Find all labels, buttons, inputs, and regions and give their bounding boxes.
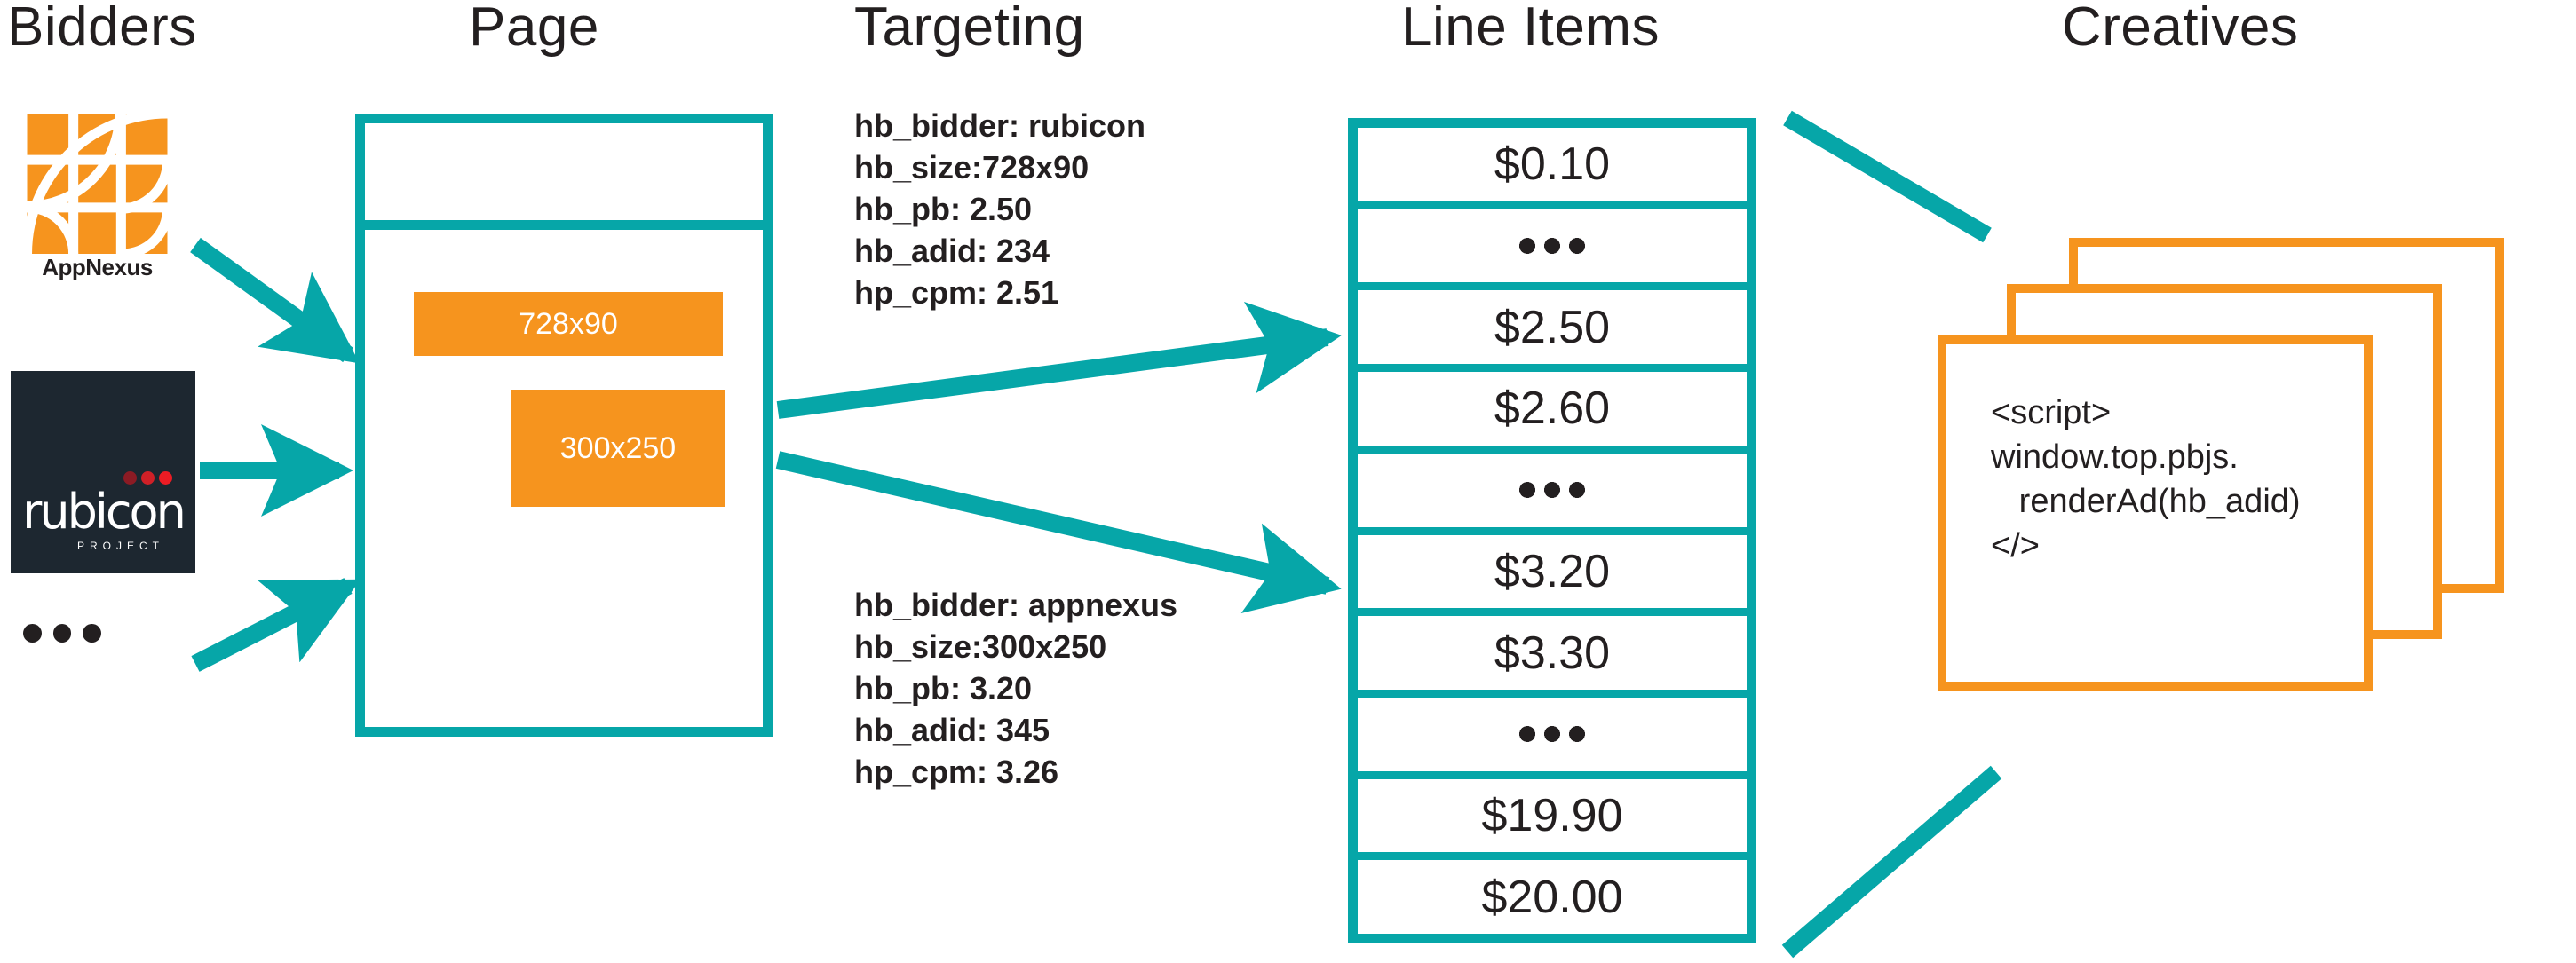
targeting-block-rubicon: hb_bidder: rubicon hb_size:728x90 hb_pb:… [854, 105, 1145, 313]
rubicon-wordmark: rubicon [22, 484, 186, 540]
bidders-more-ellipsis [23, 621, 102, 644]
column-title-targeting: Targeting [854, 0, 1085, 58]
targeting-block-appnexus: hb_bidder: appnexus hb_size:300x250 hb_p… [854, 584, 1177, 793]
arrow-more-bidders-to-page [191, 578, 361, 672]
targeting-line-hp-cpm: hp_cpm: 3.26 [854, 754, 1059, 790]
targeting-line-hb-bidder: hb_bidder: rubicon [854, 107, 1145, 144]
targeting-line-hb-bidder: hb_bidder: appnexus [854, 587, 1178, 623]
targeting-line-hb-adid: hb_adid: 234 [854, 233, 1050, 269]
page-header-band [365, 123, 763, 230]
page-box: 728x90 300x250 [355, 114, 773, 737]
line-item-row[interactable]: $3.30 [1358, 616, 1747, 690]
appnexus-label: AppNexus [42, 254, 153, 280]
line-item-row[interactable]: $19.90 [1358, 778, 1747, 853]
column-title-creatives: Creatives [2062, 0, 2299, 58]
bidder-appnexus: AppNexus [20, 114, 175, 282]
line-items-table: $0.10 $2.50 $2.60 $3.20 $3.30 $19.90 $20… [1348, 118, 1756, 943]
targeting-line-hb-adid: hb_adid: 345 [854, 712, 1050, 748]
line-item-row[interactable]: $2.60 [1358, 372, 1747, 446]
ad-slot-300x250[interactable]: 300x250 [511, 390, 725, 507]
creative-card-front[interactable]: <script> window.top.pbjs. renderAd(hb_ad… [1938, 335, 2373, 691]
column-title-page: Page [469, 0, 599, 58]
targeting-line-hp-cpm: hp_cpm: 2.51 [854, 274, 1059, 311]
creative-code-snippet: <script> window.top.pbjs. renderAd(hb_ad… [1991, 394, 2301, 564]
rubicon-subtitle: PROJECT [76, 540, 164, 552]
targeting-line-hb-size: hb_size:300x250 [854, 628, 1107, 665]
targeting-line-hb-size: hb_size:728x90 [854, 149, 1090, 185]
column-title-bidders: Bidders [7, 0, 197, 58]
column-title-line-items: Line Items [1401, 0, 1661, 58]
ad-slot-728x90[interactable]: 728x90 [414, 292, 723, 356]
targeting-line-hb-pb: hb_pb: 2.50 [854, 191, 1033, 227]
bidder-rubicon: rubicon PROJECT [11, 371, 195, 573]
line-item-row-ellipsis [1358, 697, 1747, 771]
creatives-stack: <script> window.top.pbjs. renderAd(hb_ad… [1918, 238, 2504, 691]
appnexus-logo-icon [27, 114, 168, 254]
line-item-row[interactable]: $2.50 [1358, 290, 1747, 365]
line-item-row[interactable]: $20.00 [1358, 860, 1747, 935]
line-lineitem-to-creative-bottom [1781, 765, 2002, 959]
arrow-page-to-lineitem-320 [775, 451, 1342, 614]
line-item-row[interactable]: $0.10 [1358, 128, 1747, 201]
line-item-row-ellipsis [1358, 209, 1747, 283]
targeting-line-hb-pb: hb_pb: 3.20 [854, 670, 1033, 706]
line-lineitem-to-creative-top [1783, 110, 1992, 243]
arrow-appnexus-to-page [190, 237, 360, 364]
line-item-row-ellipsis [1358, 453, 1747, 527]
arrow-page-to-lineitem-250 [776, 302, 1342, 419]
rubicon-dots-icon [123, 471, 172, 485]
line-item-row[interactable]: $3.20 [1358, 534, 1747, 609]
